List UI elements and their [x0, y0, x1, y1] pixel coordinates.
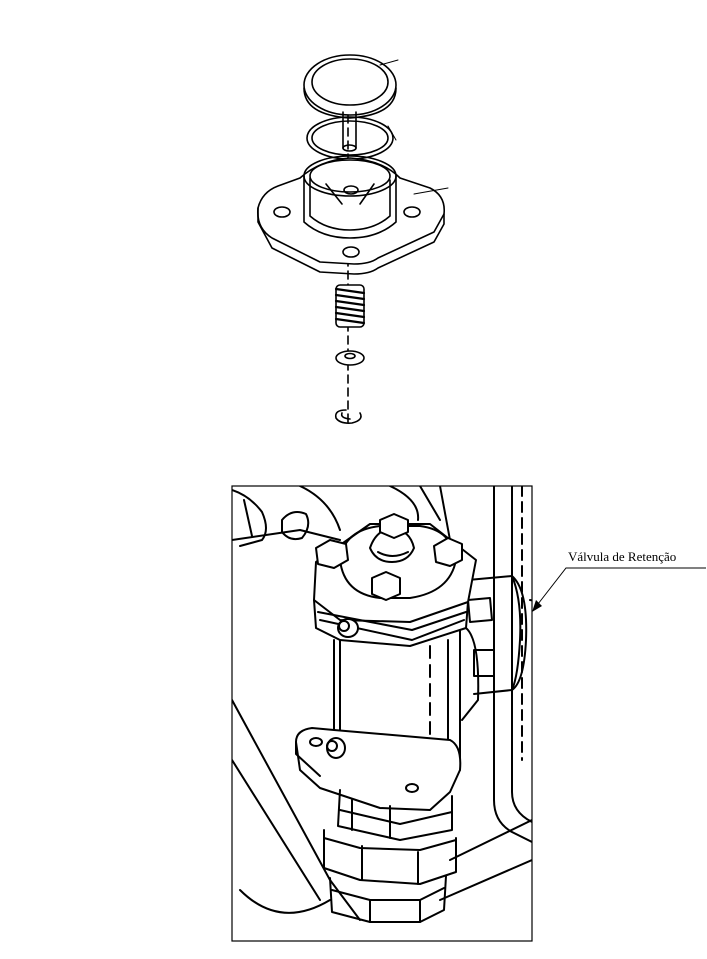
leader-line-body: [413, 187, 449, 195]
exploded-valve-diagram: [256, 54, 449, 426]
o-ring-part: [306, 116, 397, 160]
leader-line-diaphragm: [379, 59, 399, 66]
callout-arrowhead: [532, 600, 542, 612]
callout-leader-line: [537, 567, 706, 605]
washer-part: [335, 350, 365, 366]
check-valve-callout-label: Válvula de Retenção: [568, 549, 677, 564]
retaining-clip-part: [334, 409, 362, 424]
valve-body-part: [256, 155, 449, 275]
diaphragm-part: [303, 54, 399, 152]
leader-line-o-ring: [387, 125, 397, 141]
illustration-frame: [231, 485, 533, 942]
spring-part: [334, 284, 366, 328]
